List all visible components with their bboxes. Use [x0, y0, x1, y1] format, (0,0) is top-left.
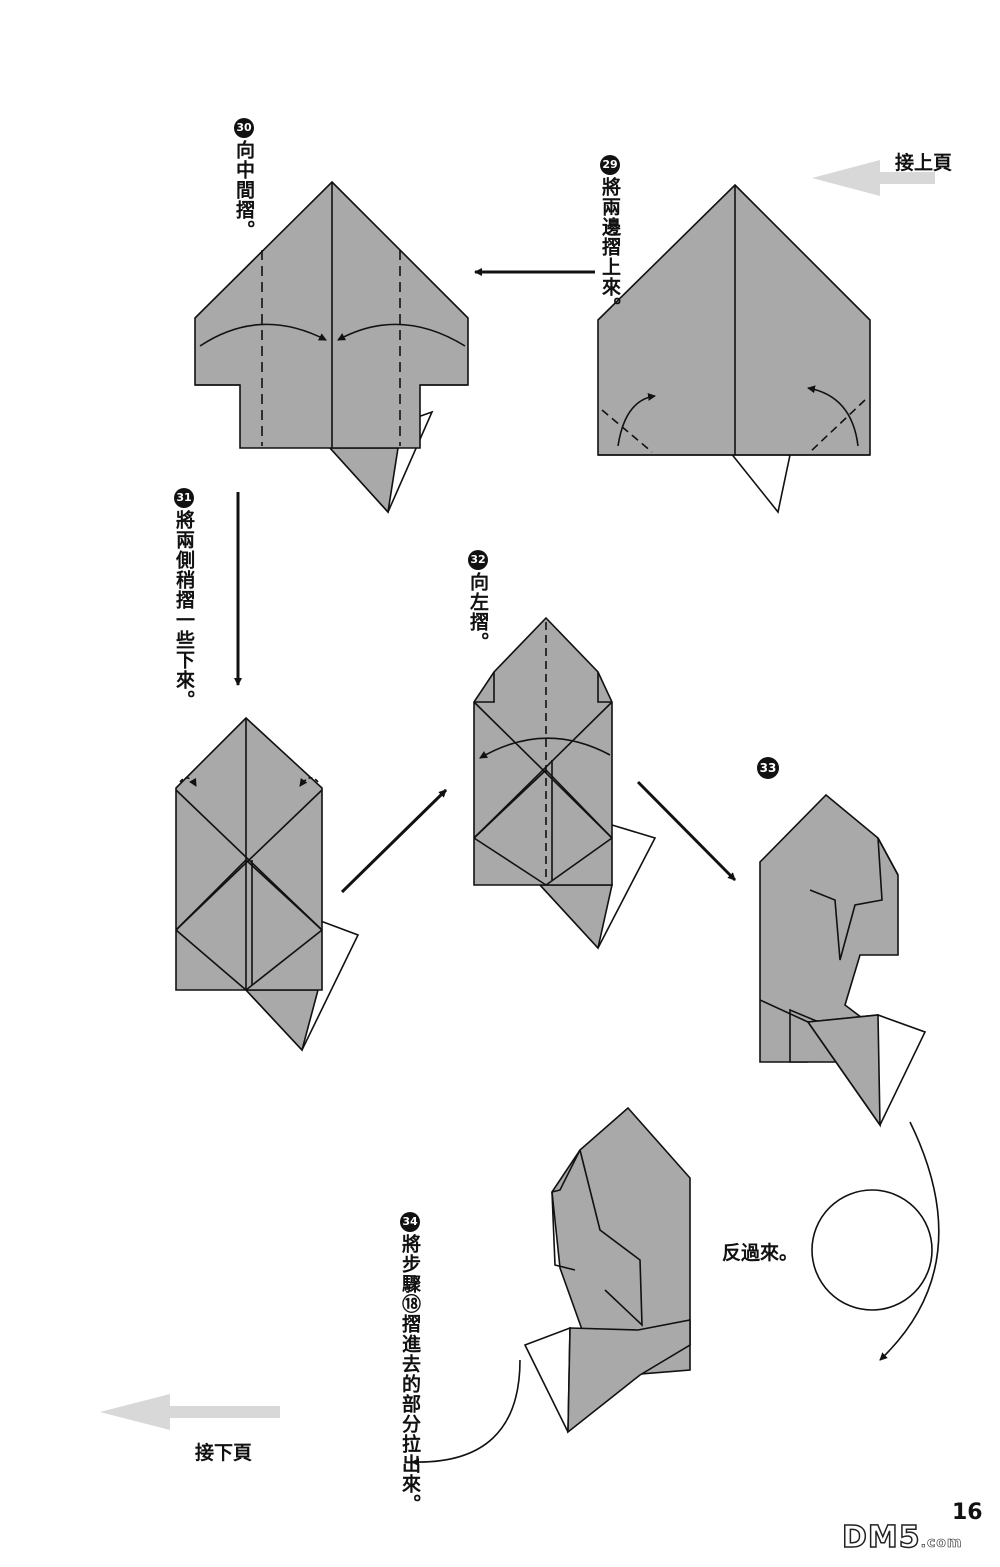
watermark-suffix: .com: [920, 1535, 963, 1552]
step-32-number: 32: [468, 550, 488, 570]
step-31-figure: [175, 716, 360, 1052]
step-34-caption: 34將步驟⑱摺進去的部分拉出來。: [398, 1212, 422, 1514]
step-31-number: 31: [174, 488, 194, 508]
step-30-text: 向中間摺。: [233, 140, 255, 240]
arrow-31-to-32: [340, 788, 448, 894]
step-33-number: 33: [757, 757, 779, 779]
step-31-caption: 31將兩側稍摺一些下來。: [172, 488, 196, 710]
step-30-figure: [194, 180, 469, 514]
step-29-figure: [597, 183, 871, 514]
step-29-text: 將兩邊摺上來。: [599, 177, 621, 317]
step-32-caption: 32向左摺。: [466, 550, 490, 652]
step-34-number: 34: [400, 1212, 420, 1232]
prev-page-label: 接上頁: [895, 152, 953, 174]
step-34-figure: [411, 1106, 691, 1467]
step-29-caption: 29將兩邊摺上來。: [598, 155, 622, 317]
watermark-text: DM5: [841, 1519, 921, 1556]
next-page-arrow: [100, 1394, 280, 1430]
flip-indicator: [811, 1121, 940, 1361]
watermark-logo: DM5.com: [841, 1519, 963, 1556]
step-33-figure: [759, 793, 927, 1128]
step-30-caption: 30向中間摺。: [232, 118, 256, 240]
step-30-number: 30: [234, 118, 254, 138]
step-32-text: 向左摺。: [467, 572, 489, 652]
arrow-32-to-33: [636, 780, 737, 882]
step-32-figure: [473, 616, 657, 950]
step-29-number: 29: [600, 155, 620, 175]
next-page-label: 接下頁: [195, 1442, 253, 1464]
page-number: 16: [952, 1500, 983, 1525]
prev-page-arrow: [812, 160, 935, 196]
flip-label: 反過來。: [722, 1242, 799, 1264]
step-31-text: 將兩側稍摺一些下來。: [173, 510, 195, 710]
step-34-text: 將步驟⑱摺進去的部分拉出來。: [399, 1234, 421, 1514]
